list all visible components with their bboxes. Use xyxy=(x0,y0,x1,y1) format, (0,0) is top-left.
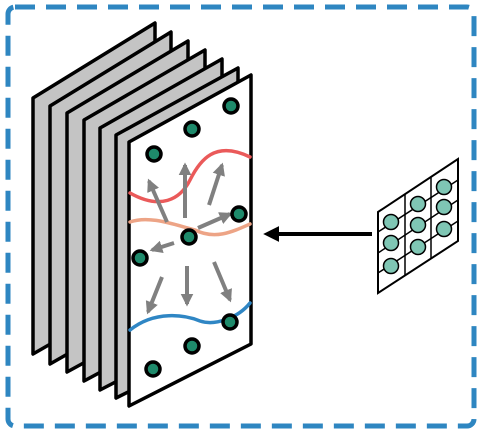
node xyxy=(183,337,201,355)
grid-node xyxy=(435,178,453,196)
node xyxy=(221,313,239,331)
vector-arrow-up-right xyxy=(207,162,225,206)
node xyxy=(183,120,201,138)
grid-node xyxy=(435,220,453,238)
vector-arrow-up-left xyxy=(147,178,169,223)
curve-blue xyxy=(128,301,252,332)
curve-red xyxy=(128,148,252,204)
node xyxy=(144,360,162,378)
grid-node xyxy=(382,257,400,275)
grid-node xyxy=(435,198,453,216)
grid-node xyxy=(382,234,400,252)
grid-node xyxy=(409,216,427,234)
vector-arrow-down-right xyxy=(212,261,232,303)
vector-arrow-left xyxy=(149,240,175,253)
vector-arrow-right xyxy=(197,212,233,230)
curve-salmon xyxy=(128,217,252,237)
node xyxy=(222,97,240,115)
grid-node xyxy=(409,238,427,256)
node-center xyxy=(180,228,198,246)
input-grid xyxy=(377,157,459,295)
dashed-frame-border xyxy=(5,4,477,429)
node xyxy=(131,249,149,267)
vector-arrow-down-left xyxy=(145,276,164,315)
grid-node xyxy=(409,195,427,213)
grid-node xyxy=(382,213,400,231)
vector-arrows xyxy=(145,162,233,315)
front-sheet-nodes xyxy=(131,97,248,378)
node xyxy=(230,205,248,223)
node xyxy=(145,145,163,163)
